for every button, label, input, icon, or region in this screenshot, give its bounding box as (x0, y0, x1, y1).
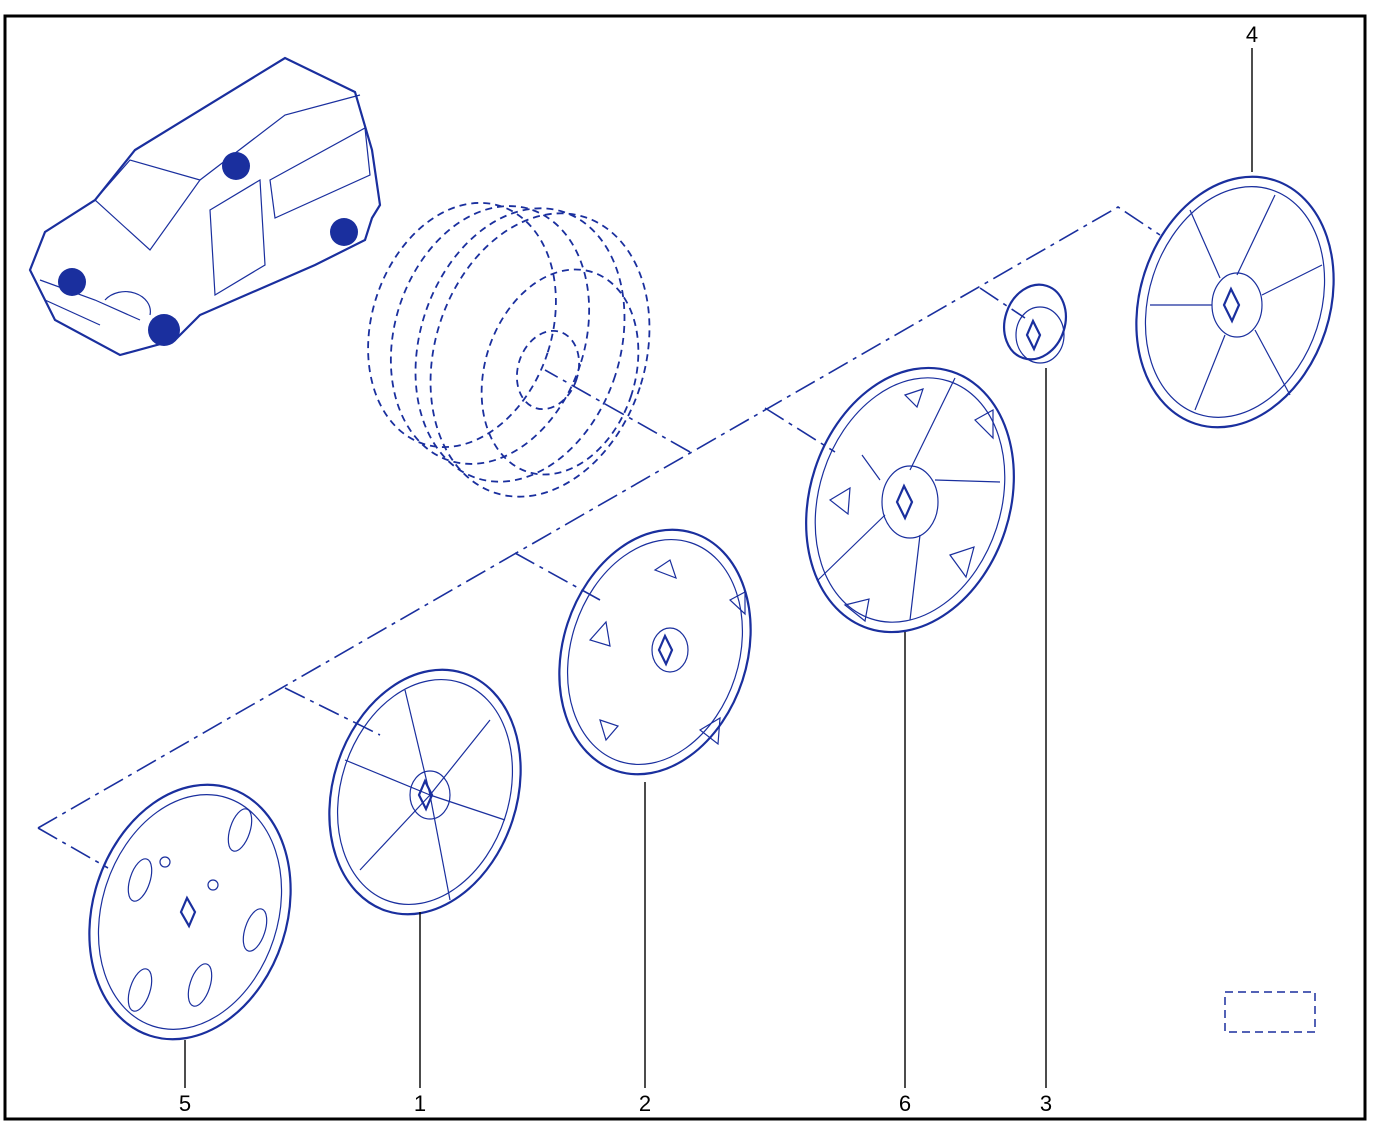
wheel-trim-2 (558, 528, 752, 776)
callout-1: 1 (414, 1091, 426, 1116)
callout-3: 3 (1040, 1091, 1052, 1116)
wheel-trim-1 (328, 668, 522, 916)
steel-wheel-rim (367, 202, 651, 498)
center-cap-3 (1003, 283, 1067, 364)
wheel-trim-6 (805, 366, 1015, 634)
van-illustration (28, 56, 382, 357)
wheel-trim-5 (88, 783, 292, 1041)
callout-labels: 5 1 2 6 3 4 (179, 22, 1258, 1116)
diagram-border (3, 14, 1367, 1121)
wheel-trim-4 (1135, 175, 1335, 429)
callout-2: 2 (639, 1091, 651, 1116)
assembly-axis-lines (37, 206, 1161, 869)
callout-4: 4 (1246, 22, 1258, 47)
callout-5: 5 (179, 1091, 191, 1116)
callout-6: 6 (899, 1091, 911, 1116)
legend-dashed-box (1224, 991, 1316, 1033)
leader-lines (184, 48, 1253, 1088)
